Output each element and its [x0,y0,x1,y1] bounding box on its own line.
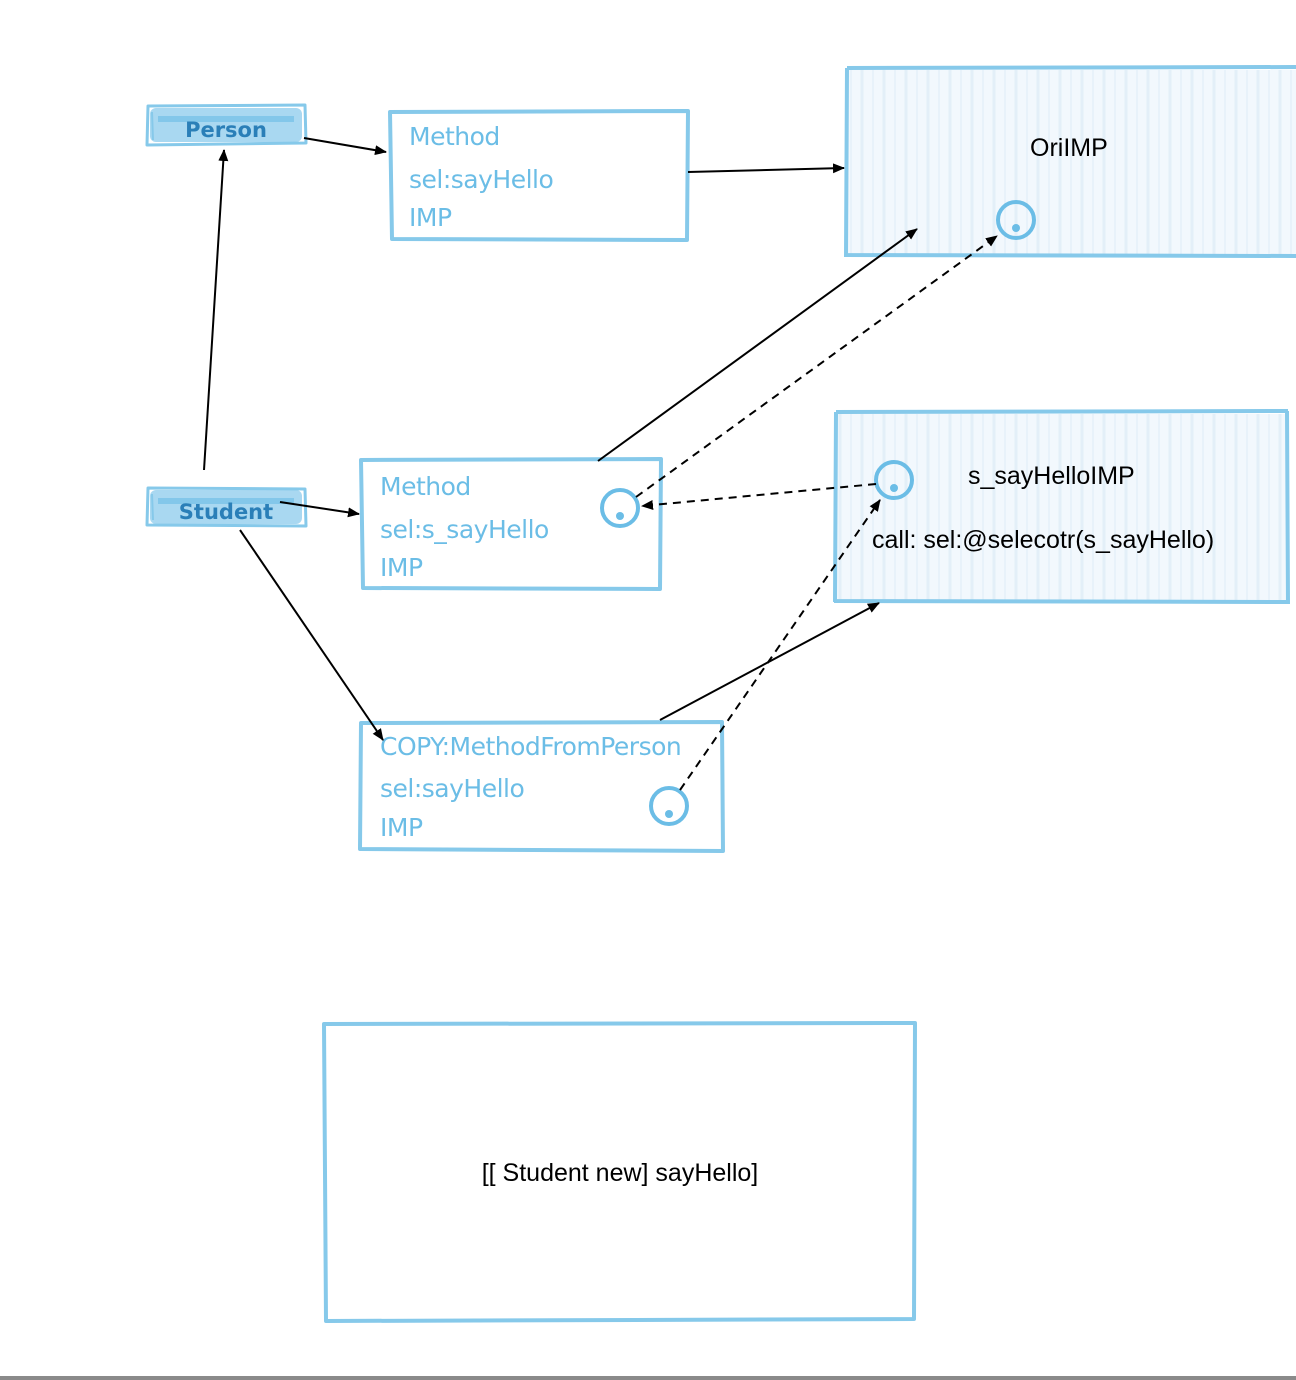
student-method-line-2: sel:s_sayHello [380,515,549,544]
student-method-line-3: IMP [380,553,423,582]
copy-method-box: COPY:MethodFromPerson sel:sayHello IMP [358,720,725,853]
dashed-arrow-copy-method-to-s-imp [679,499,881,791]
copy-method-line-1: COPY:MethodFromPerson [380,732,681,761]
s-say-hello-imp-call: call: sel:@selecotr(s_sayHello) [872,526,1214,554]
copy-method-line-2: sel:sayHello [380,774,524,803]
student-method-port-icon [600,488,640,528]
s-say-hello-imp-box: s_sayHelloIMP call: sel:@selecotr(s_sayH… [833,409,1290,605]
arrow-student-to-method [279,501,360,518]
dashed-arrow-student-method-to-ori-imp [635,235,998,498]
bottom-divider [0,1376,1296,1380]
person-method-line-1: Method [409,122,500,151]
student-label: Student [179,500,273,524]
arrow-student-to-copy-method [239,529,384,741]
s-say-hello-imp-port-icon [874,460,914,500]
person-label: Person [185,118,267,142]
copy-method-port-icon [649,786,689,826]
person-method-line-2: sel:sayHello [409,165,553,194]
call-box-label: [[ Student new] sayHello] [482,1159,759,1187]
call-box: [[ Student new] sayHello] [322,1021,917,1323]
student-method-box: Method sel:s_sayHello IMP [359,457,663,591]
person-class-node: Person [145,103,308,147]
copy-method-line-3: IMP [380,813,423,842]
dashed-arrow-s-imp-to-student-method [641,483,877,510]
arrow-person-method-to-ori-imp [687,163,845,174]
person-method-line-3: IMP [409,203,452,232]
arrow-student-to-person [203,149,229,471]
student-class-node: Student [145,486,308,528]
arrow-person-to-method [303,137,387,156]
ori-imp-port-icon [996,200,1036,240]
ori-imp-label: OriIMP [1030,134,1108,162]
student-method-line-1: Method [380,472,471,501]
ori-imp-box: OriIMP [844,65,1296,258]
arrow-student-method-to-ori-imp [597,228,918,462]
person-method-box: Method sel:sayHello IMP [388,109,690,242]
s-say-hello-imp-title: s_sayHelloIMP [968,462,1135,490]
